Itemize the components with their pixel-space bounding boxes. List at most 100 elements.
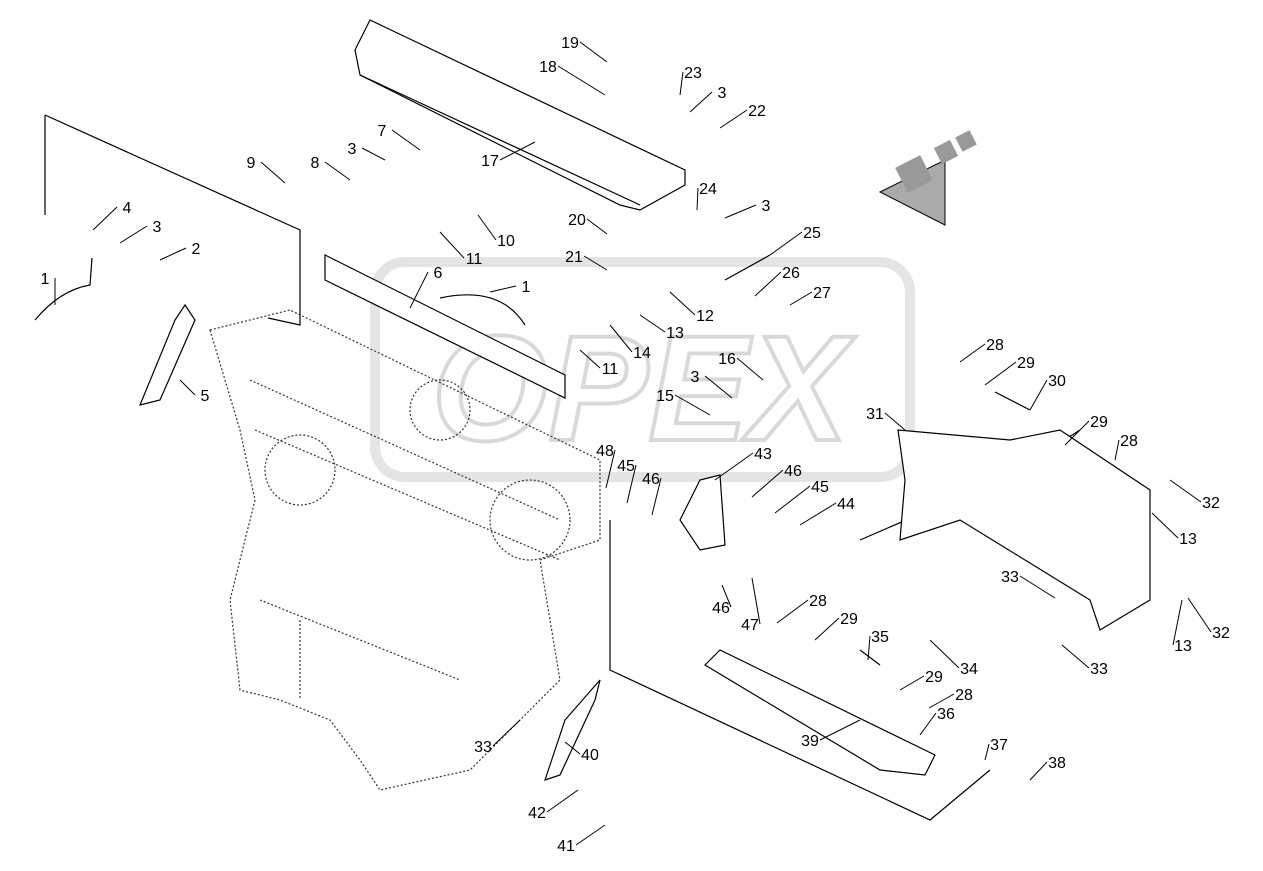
callout-number: 19 [561, 35, 579, 52]
leader-line [1029, 761, 1048, 781]
leader-line [959, 343, 986, 363]
callout-number: 45 [811, 479, 829, 496]
leader-line [984, 743, 990, 761]
leader-line [575, 824, 606, 846]
leader-line [159, 247, 187, 261]
leader-line [651, 477, 662, 516]
callout-number: 27 [813, 285, 831, 302]
leader-line [579, 41, 608, 63]
leader-line [1114, 439, 1120, 461]
leader-line [696, 187, 699, 211]
leader-lines [54, 41, 1212, 846]
callout-number: 46 [784, 463, 802, 480]
callout-number: 1 [522, 279, 531, 296]
callout-number: 45 [617, 458, 635, 475]
leader-line [1187, 597, 1212, 633]
callout-number: 39 [801, 733, 819, 750]
leader-line [1064, 420, 1090, 446]
callout-number: 1 [41, 271, 50, 288]
callout-number: 40 [581, 747, 599, 764]
callout-number: 22 [748, 103, 766, 120]
callout-number: 41 [557, 838, 575, 855]
parts-outlines [34, 19, 1151, 821]
leader-line [928, 693, 955, 709]
callout-number: 47 [741, 617, 759, 634]
leader-line [492, 719, 521, 747]
leader-line [499, 141, 536, 161]
leader-line [92, 206, 118, 231]
callout-number: 18 [539, 59, 557, 76]
callout-number: 33 [474, 739, 492, 756]
callout-number: 3 [718, 85, 727, 102]
callout-number: 32 [1202, 495, 1220, 512]
callout-number: 12 [696, 308, 714, 325]
leader-line [736, 357, 764, 381]
callout-number: 29 [925, 669, 943, 686]
watermark-text: OPEX [432, 304, 857, 472]
callout-number: 6 [434, 265, 443, 282]
callout-number: 17 [481, 153, 499, 170]
callout-number: 48 [596, 443, 614, 460]
leader-line [919, 712, 937, 736]
leader-line [605, 449, 616, 489]
leader-line [984, 361, 1017, 386]
leader-line [1172, 599, 1183, 646]
callout-number: 10 [497, 233, 515, 250]
callout-number: 21 [565, 249, 583, 266]
leader-line [583, 255, 608, 271]
leader-line [867, 635, 871, 661]
leader-line [679, 71, 684, 96]
leader-line [704, 375, 733, 399]
callout-number: 31 [866, 406, 884, 423]
leader-line [789, 291, 813, 306]
callout-number: 13 [1174, 638, 1192, 655]
leader-line [439, 231, 465, 259]
leader-line [586, 218, 608, 235]
leader-line [814, 617, 840, 641]
callout-number: 11 [466, 251, 483, 268]
callout-number: 11 [602, 361, 619, 378]
callout-number: 15 [656, 388, 674, 405]
callout-number: 8 [311, 155, 320, 172]
callout-number: 14 [633, 345, 651, 362]
callout-number: 3 [348, 141, 357, 158]
callout-number: 2 [192, 241, 201, 258]
leader-line [721, 584, 732, 608]
callout-number: 29 [840, 611, 858, 628]
leader-line [489, 285, 517, 293]
leader-line [1019, 575, 1056, 599]
leader-line [714, 452, 754, 481]
leader-line [819, 719, 861, 741]
leader-line [899, 675, 925, 691]
callout-number: 28 [809, 593, 827, 610]
leader-line [1151, 512, 1179, 539]
leader-line [689, 91, 713, 113]
leader-line [324, 161, 351, 181]
callout-number: 29 [1090, 414, 1108, 431]
callout-number: 13 [666, 325, 684, 342]
leader-line [751, 577, 761, 625]
callout-number: 13 [1179, 531, 1197, 548]
callout-number: 4 [123, 200, 132, 217]
leader-line [799, 502, 837, 526]
callout-number: 46 [642, 471, 660, 488]
leader-line [724, 204, 757, 219]
callout-number: 36 [937, 706, 955, 723]
callout-number: 29 [1017, 355, 1035, 372]
leader-line [626, 464, 637, 504]
callout-number: 24 [699, 181, 717, 198]
callout-number: 16 [718, 351, 736, 368]
direction-arrow-icon [878, 130, 977, 226]
leader-line [754, 271, 782, 297]
leader-line [557, 65, 606, 96]
callout-number: 35 [871, 629, 889, 646]
callout-number: 28 [1120, 433, 1138, 450]
callout-number: 44 [837, 496, 855, 513]
leader-line [639, 314, 666, 333]
callout-number: 46 [712, 600, 730, 617]
leader-line [1061, 644, 1090, 669]
callout-number: 5 [201, 388, 210, 405]
leader-line [1169, 479, 1202, 503]
